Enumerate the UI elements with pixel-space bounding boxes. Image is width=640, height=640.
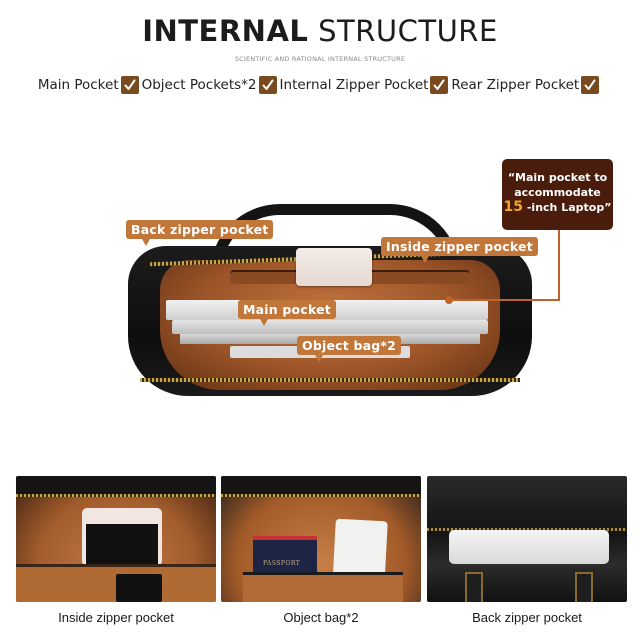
note-line-2: accommodate bbox=[514, 186, 601, 199]
leader-dot bbox=[445, 296, 453, 304]
zipper-bottom bbox=[140, 378, 520, 382]
strap-left bbox=[465, 572, 483, 602]
strap-right bbox=[575, 572, 593, 602]
title-light: STRUCTURE bbox=[318, 14, 498, 48]
thumbnail-back-zipper-pocket bbox=[427, 476, 627, 602]
callout-main-pocket: Main pocket bbox=[238, 300, 336, 326]
phone-screen bbox=[86, 524, 158, 566]
feature-object-pockets: Object Pockets*2 bbox=[142, 76, 280, 94]
caption-object-bag: Object bag*2 bbox=[283, 610, 359, 625]
thumb-zipper bbox=[16, 494, 216, 497]
checkmark-icon bbox=[258, 76, 277, 94]
caption-back-zipper-pocket: Back zipper pocket bbox=[472, 610, 582, 625]
feature-label: Internal Zipper Pocket bbox=[279, 77, 429, 93]
phone-image bbox=[82, 508, 162, 566]
passport-text: PASSPORT bbox=[263, 560, 301, 567]
feature-internal-zipper-pocket: Internal Zipper Pocket bbox=[280, 76, 452, 94]
thumb-leather-top bbox=[221, 476, 421, 494]
note-highlight-size: 15 bbox=[503, 199, 524, 215]
feature-label: Object Pockets*2 bbox=[141, 77, 257, 93]
callout-back-zipper-pocket: Back zipper pocket bbox=[126, 220, 274, 246]
phone-image bbox=[449, 530, 609, 564]
page-title: INTERNAL STRUCTURE bbox=[0, 14, 640, 48]
leader-line-vertical bbox=[558, 229, 560, 301]
thumb-zipper bbox=[221, 494, 421, 497]
callout-object-bag: Object bag*2 bbox=[297, 336, 402, 362]
phone-image bbox=[296, 248, 372, 286]
feature-label: Rear Zipper Pocket bbox=[451, 77, 580, 93]
zipper-tab bbox=[116, 574, 162, 602]
feature-main-pocket: Main Pocket bbox=[38, 76, 142, 94]
feature-list: Main Pocket Object Pockets*2 Internal Zi… bbox=[0, 76, 640, 94]
title-bold: INTERNAL bbox=[142, 14, 309, 48]
feature-label: Main Pocket bbox=[37, 77, 119, 93]
laptop-stack bbox=[172, 320, 488, 334]
checkmark-icon bbox=[581, 76, 600, 94]
note-line-3: 15 -inch Laptop” bbox=[502, 200, 613, 215]
thumb-leather-top bbox=[16, 476, 216, 494]
object-pockets bbox=[243, 572, 403, 602]
feature-rear-zipper-pocket: Rear Zipper Pocket bbox=[451, 76, 602, 94]
note-line-1: “Main pocket to bbox=[507, 171, 608, 184]
caption-inside-zipper-pocket: Inside zipper pocket bbox=[58, 610, 174, 625]
note-line-3-suffix: -inch Laptop” bbox=[523, 201, 612, 214]
thumb-zipper bbox=[427, 528, 627, 531]
checkmark-icon bbox=[430, 76, 449, 94]
checkmark-icon bbox=[120, 76, 139, 94]
laptop-capacity-note: “Main pocket to accommodate 15 -inch Lap… bbox=[502, 159, 613, 230]
thumbnail-inside-zipper-pocket bbox=[16, 476, 216, 602]
callout-inside-zipper-pocket: Inside zipper pocket bbox=[381, 237, 538, 263]
page-subtitle: SCIENTIFIC AND RATIONAL INTERNAL STRUCTU… bbox=[234, 55, 406, 63]
leader-line-horizontal bbox=[452, 299, 560, 301]
thumbnail-object-bag: PASSPORT bbox=[221, 476, 421, 602]
